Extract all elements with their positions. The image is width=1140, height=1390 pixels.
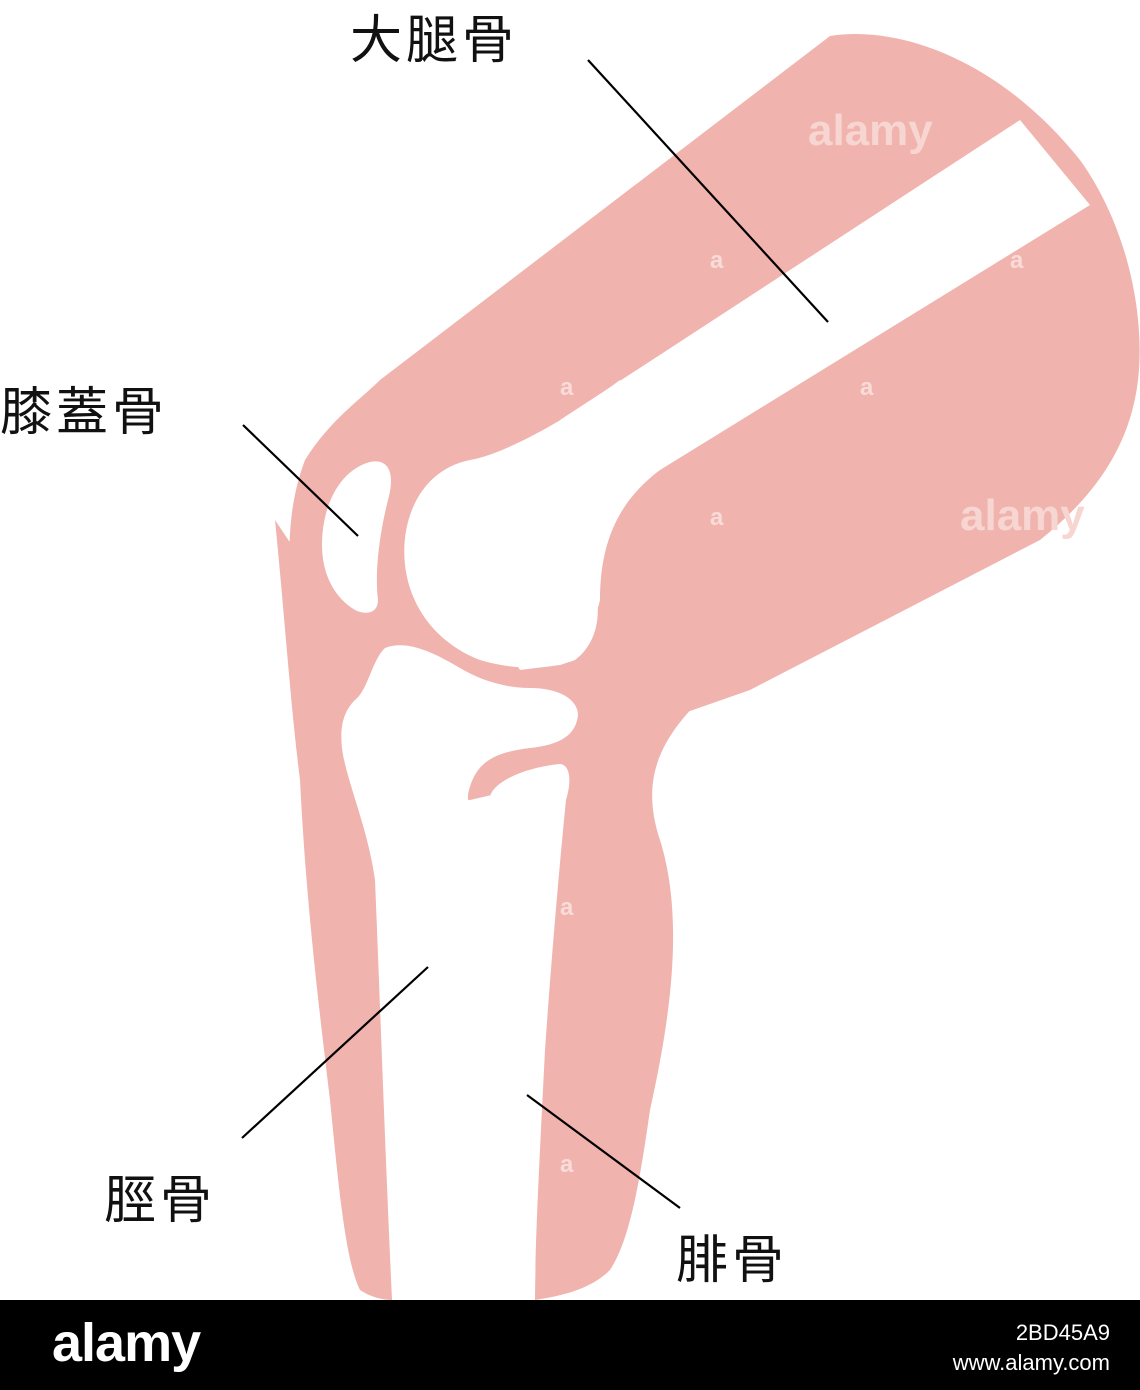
tibia-label: 脛骨 <box>104 1171 216 1231</box>
leader-lines <box>241 59 829 1209</box>
watermark-letter: a <box>560 1151 574 1178</box>
fibula-label: 腓骨 <box>676 1231 788 1291</box>
patella-bone <box>322 461 391 613</box>
tibia-bone <box>341 645 578 1300</box>
tibia-leader-line <box>241 966 429 1139</box>
femur-shaft <box>480 120 1090 670</box>
watermark-word: alamy <box>960 491 1085 540</box>
patella-label: 膝蓋骨 <box>0 383 168 443</box>
watermark-letter: a <box>1010 247 1024 274</box>
knee-anatomy-diagram: alamy alamy a a a a a a a 大腿骨 膝蓋骨 脛骨 腓骨 <box>0 11 1140 1300</box>
femur-leader-line <box>587 59 829 323</box>
watermark-letter: a <box>710 247 724 274</box>
watermark-word: alamy <box>808 106 933 155</box>
femur-condyle <box>404 380 660 668</box>
watermark-footer-bar: alamy 2BD45A9 www.alamy.com <box>0 1300 1140 1390</box>
fibula-leader-line <box>526 1094 681 1209</box>
patella-leader-line <box>242 424 359 537</box>
fibula-bone <box>489 764 570 1300</box>
femur-label: 大腿骨 <box>350 11 518 71</box>
watermark-letter: a <box>860 374 874 401</box>
watermark-letter: a <box>710 504 724 531</box>
alamy-logo: alamy <box>52 1313 201 1373</box>
site-url-text: www.alamy.com <box>952 1350 1110 1375</box>
image-id-text: 2BD45A9 <box>1015 1320 1110 1345</box>
bones <box>322 120 1090 1300</box>
watermark-letter: a <box>560 894 574 921</box>
watermark-letter: a <box>560 374 574 401</box>
watermark: alamy alamy a a a a a a a <box>560 106 1085 1178</box>
